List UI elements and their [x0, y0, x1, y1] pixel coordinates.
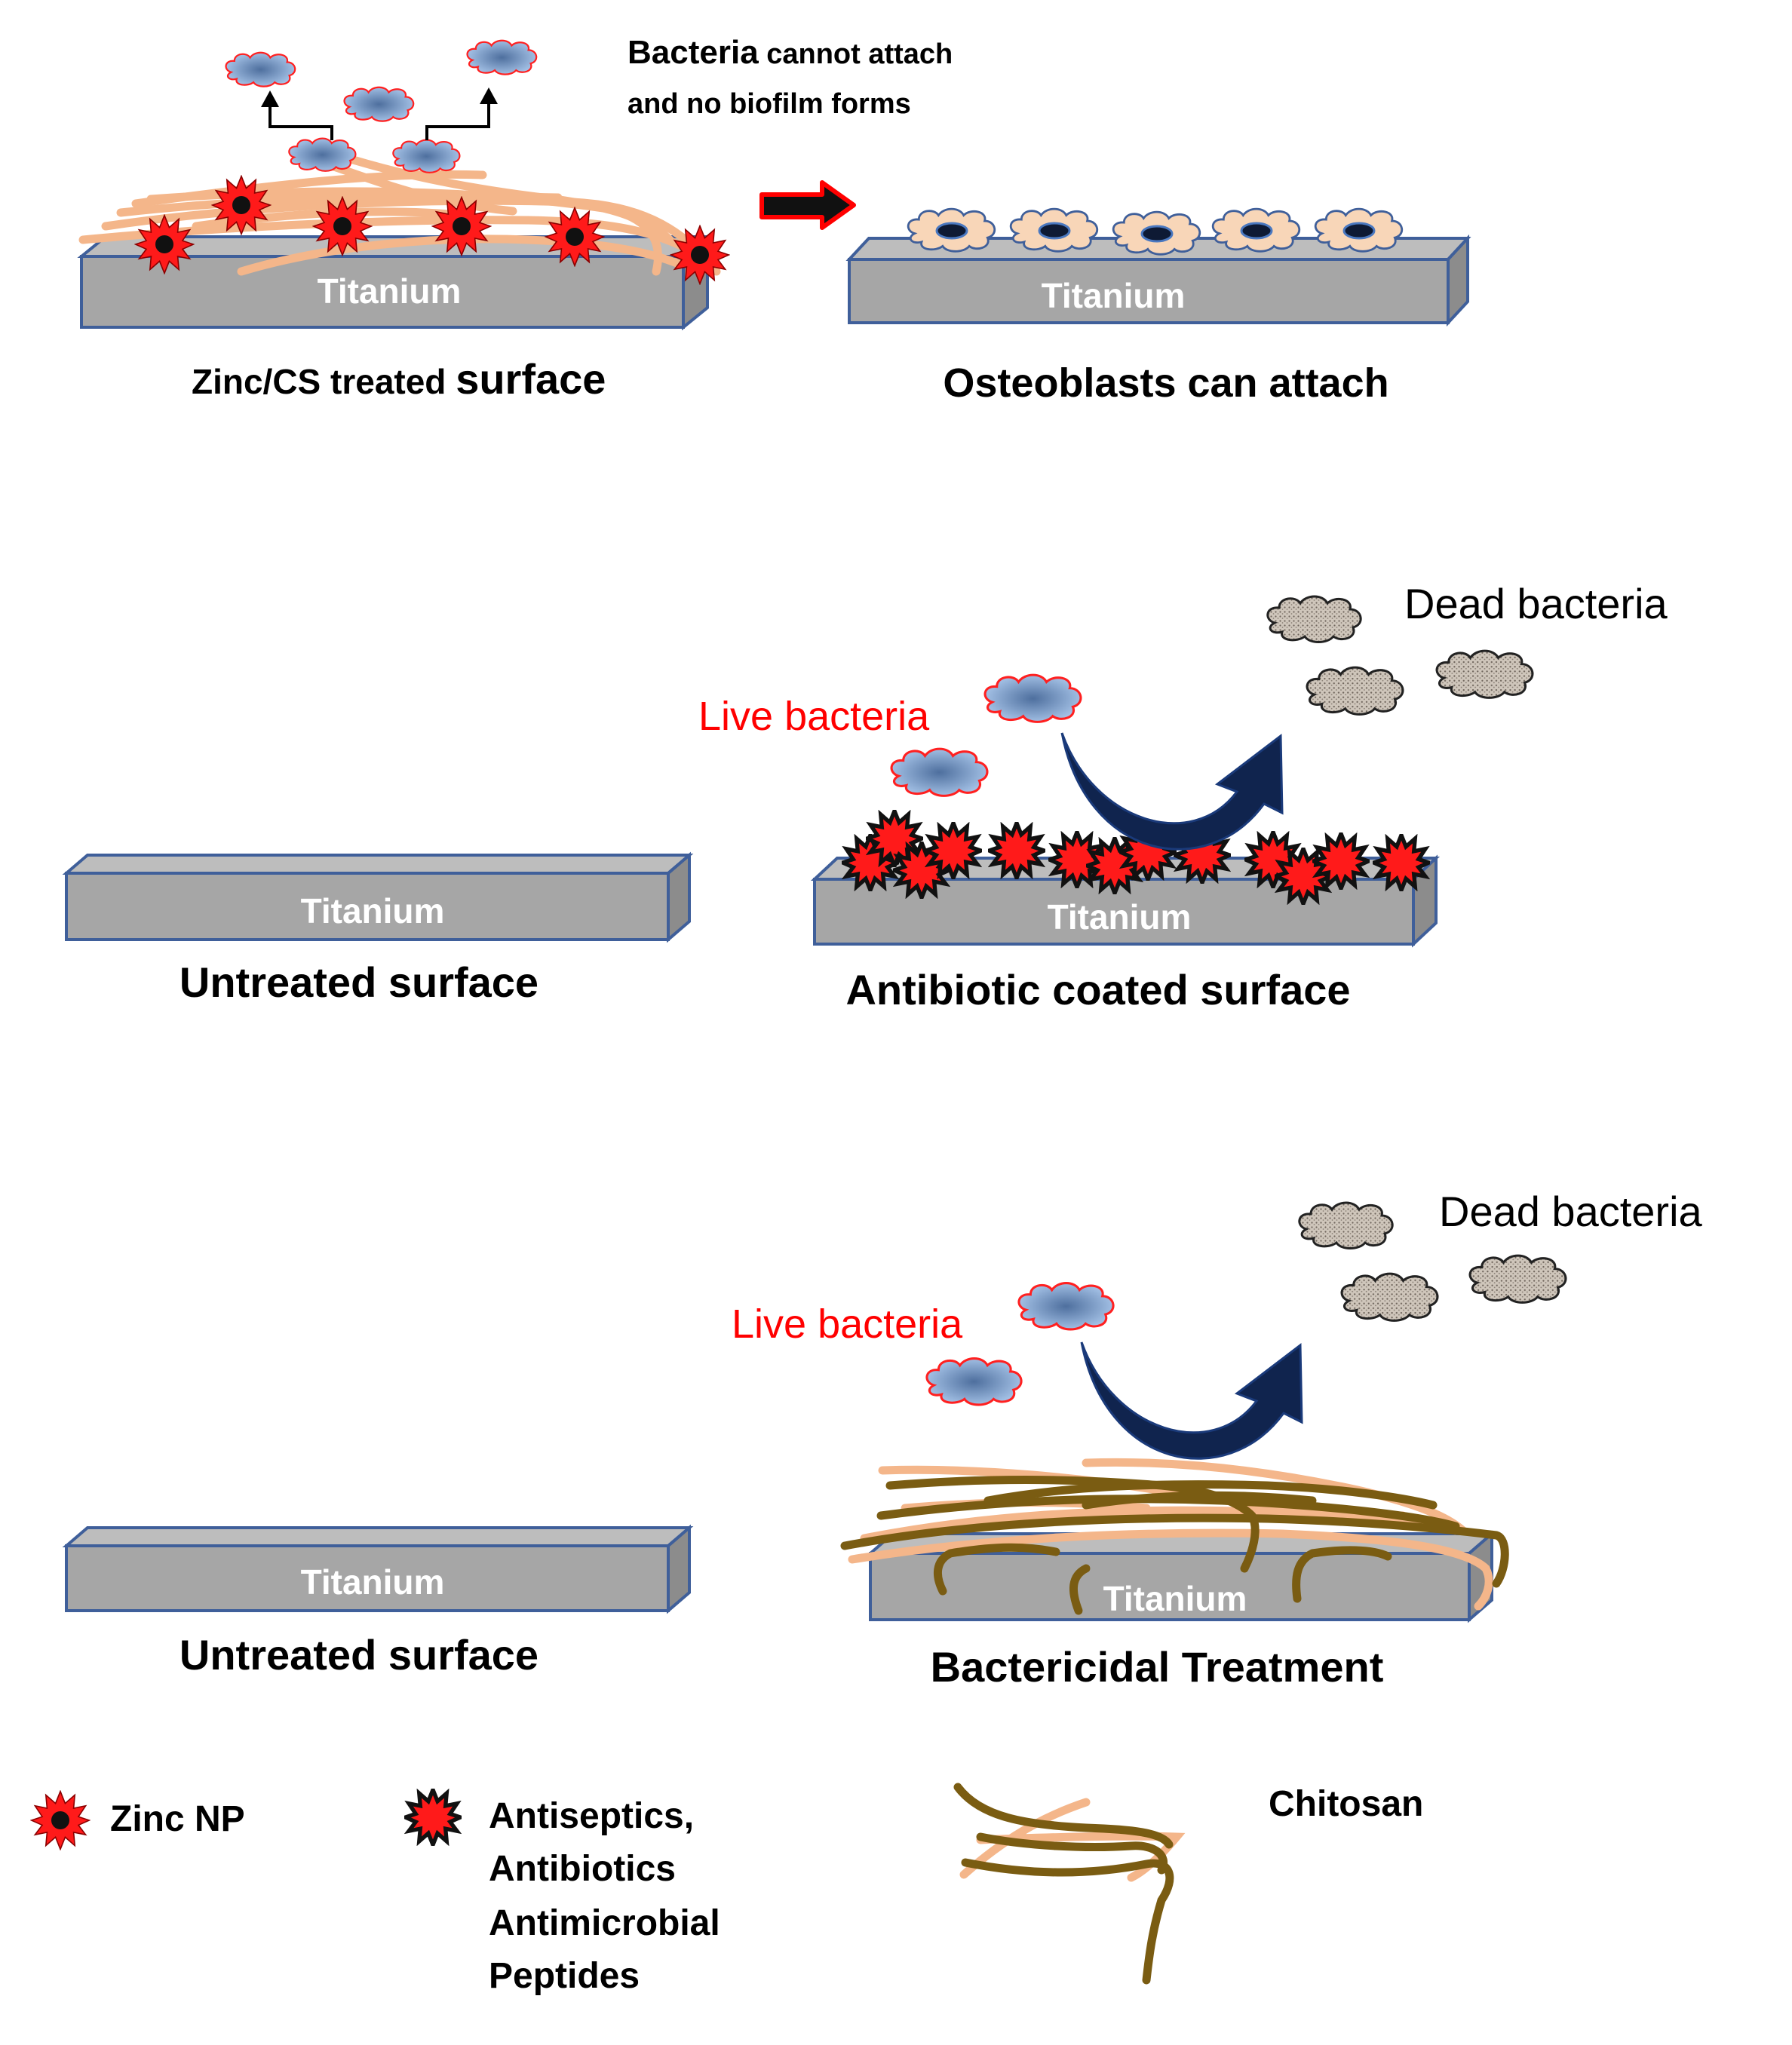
middle-left-panel: Titanium Untreated surface	[62, 851, 694, 1006]
bacterium	[1017, 1282, 1115, 1331]
middle-right-caption: Antibiotic coated surface	[845, 966, 1350, 1013]
titanium-block: Titanium	[62, 1524, 694, 1614]
dead-bacterium	[1468, 1254, 1567, 1304]
chitosan-icon	[953, 1783, 1186, 1985]
legend-antiseptic-line: Antiseptics,	[489, 1796, 694, 1836]
bottom-right-caption: Bactericidal Treatment	[931, 1643, 1384, 1691]
titanium-label: Titanium	[318, 271, 462, 311]
legend: Zinc NP Antiseptics, Antibiotics Antimic…	[30, 1783, 1423, 1996]
curved-arrow-icon	[1060, 732, 1284, 851]
dead-bacteria-label: Dead bacteria	[1404, 580, 1668, 627]
bacterium	[392, 139, 461, 173]
bottom-left-panel: Titanium Untreated surface	[62, 1524, 694, 1679]
bacterium	[466, 39, 538, 75]
bacteria-note: Bacteria cannot attach	[628, 34, 953, 71]
titanium-block: Titanium	[62, 851, 694, 943]
bacterium	[288, 137, 357, 172]
live-bacteria-label: Live bacteria	[698, 694, 930, 739]
zinc-np-icon	[30, 1790, 91, 1850]
dead-bacterium	[1435, 649, 1534, 699]
bacterium	[225, 51, 296, 87]
dead-bacteria-label: Dead bacteria	[1439, 1188, 1703, 1235]
legend-chitosan-label: Chitosan	[1269, 1784, 1423, 1824]
legend-zinc-label: Zinc NP	[110, 1799, 245, 1839]
titanium-label: Titanium	[1048, 897, 1192, 937]
middle-right-panel: Titanium Live bacteria	[698, 580, 1668, 1013]
bottom-left-caption: Untreated surface	[180, 1631, 539, 1679]
antiseptic-icon	[406, 1790, 461, 1845]
osteoblast	[907, 207, 996, 253]
osteoblast	[1211, 207, 1301, 253]
titanium-label: Titanium	[1042, 276, 1186, 315]
zinc-np	[670, 225, 730, 285]
zinc-np-cluster	[134, 175, 730, 285]
dead-bacterium	[1340, 1272, 1439, 1322]
bacterium	[925, 1357, 1023, 1406]
dead-bacterium	[1306, 666, 1404, 716]
osteoblast	[1112, 210, 1201, 256]
zinc-np	[211, 175, 272, 235]
repel-arrow-icon	[261, 87, 498, 140]
bacterium	[890, 747, 989, 797]
dead-bacterium	[1266, 595, 1362, 643]
curved-arrow-icon	[1080, 1341, 1303, 1460]
titanium-block: Titanium	[77, 233, 712, 331]
top-left-caption: Zinc/CS treated surface	[192, 355, 606, 403]
titanium-label: Titanium	[301, 891, 445, 931]
zinc-np	[545, 207, 605, 267]
live-bacteria-label: Live bacteria	[732, 1302, 963, 1347]
dead-bacterium	[1298, 1201, 1394, 1249]
middle-left-caption: Untreated surface	[180, 958, 539, 1006]
osteoblast-row	[907, 207, 1404, 256]
zinc-np	[431, 196, 492, 256]
bacterium	[343, 86, 415, 122]
repelled-bacteria	[225, 39, 538, 173]
bacterium	[983, 673, 1082, 723]
titanium-label: Titanium	[1103, 1579, 1247, 1618]
zinc-np	[134, 214, 195, 274]
bacteria-note-line2: and no biofilm forms	[628, 88, 911, 120]
bottom-right-panel: Titanium Liv	[732, 1188, 1703, 1691]
legend-antiseptic-line: Peptides	[489, 1956, 640, 1996]
top-right-caption: Osteoblasts can attach	[943, 360, 1388, 406]
chitosan-mesh	[840, 1458, 1509, 1615]
top-right-panel: Titanium Osteoblasts can attach	[845, 207, 1471, 406]
legend-antiseptic-line: Antibiotics	[489, 1849, 676, 1889]
osteoblast	[1314, 207, 1404, 253]
transition-arrow-icon	[759, 180, 856, 230]
osteoblast	[1009, 207, 1099, 253]
titanium-block: Titanium	[845, 234, 1471, 327]
legend-antiseptic-line: Antimicrobial	[489, 1903, 720, 1943]
titanium-label: Titanium	[301, 1562, 445, 1602]
top-left-panel: Titanium	[77, 34, 953, 403]
zinc-np	[312, 196, 373, 256]
